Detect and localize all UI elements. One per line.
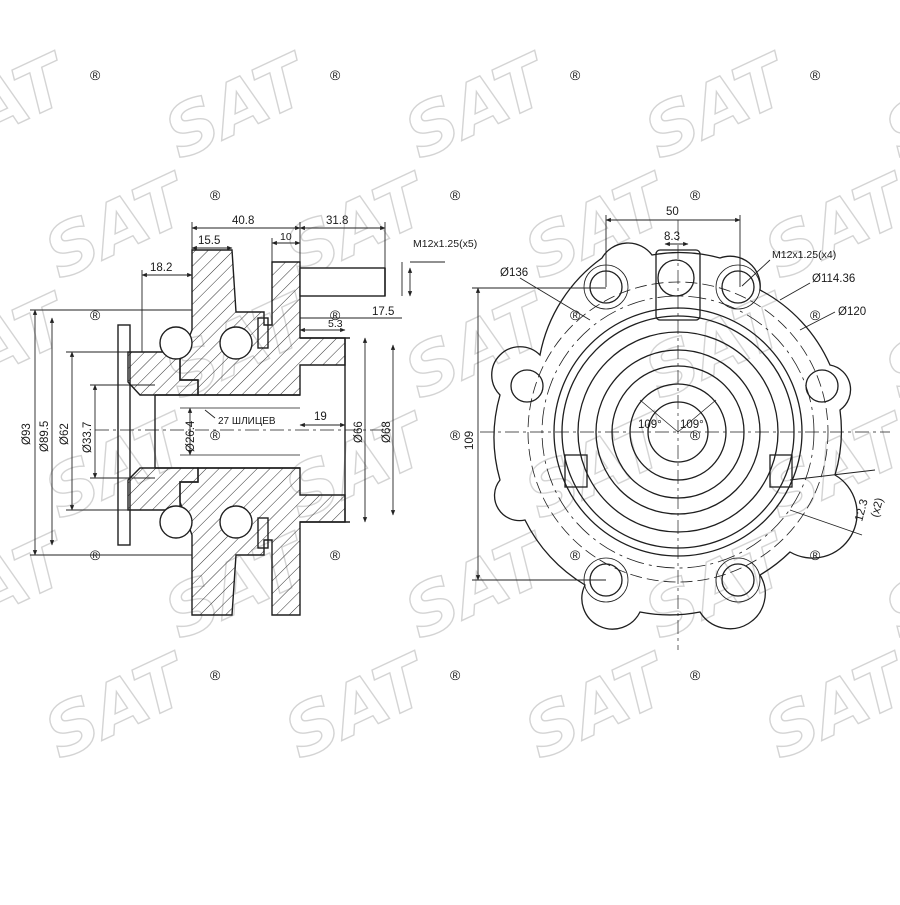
sat-watermark: SAT (0, 277, 84, 415)
bolt-holes (510, 259, 839, 603)
registered-mark: ® (330, 547, 341, 563)
registered-mark: ® (330, 67, 341, 83)
side-view-labels: 40.8 31.8 15.5 10 18.2 5.3 17.5 19 M12x1… (21, 215, 477, 453)
dim-dia-136: Ø136 (500, 267, 528, 279)
dim-109: 109 (464, 431, 476, 450)
registered-mark: ® (690, 187, 701, 203)
registered-mark: ® (450, 667, 461, 683)
registered-mark: ® (210, 187, 221, 203)
dim-5-3: 5.3 (328, 318, 343, 330)
sat-watermark: SAT (873, 277, 900, 415)
dim-dia-33-7: Ø33.7 (82, 422, 94, 453)
sat-watermark: SAT (273, 637, 444, 775)
registered-mark: ® (210, 427, 221, 443)
dim-dia-68: Ø68 (381, 421, 393, 443)
watermark-layer: SAT ® SAT ® SAT ® SAT ® SAT ® SAT ® SAT ® SAT ® SAT ® SAT ®… (0, 37, 900, 776)
registered-mark: ® (810, 307, 821, 323)
dim-12-3: 12.3 (853, 498, 870, 523)
ball-bottom-left (159, 505, 193, 539)
thread-hole (805, 369, 839, 403)
sat-watermark: SAT (33, 637, 204, 775)
registered-mark: ® (810, 67, 821, 83)
sat-watermark: SAT (753, 637, 900, 775)
sat-watermark: SAT (393, 37, 564, 175)
side-view (95, 249, 395, 616)
dim-dia-120: Ø120 (838, 306, 866, 318)
dim-dia-62: Ø62 (59, 423, 71, 445)
dim-10: 10 (280, 231, 292, 243)
dim-8-3: 8.3 (664, 231, 680, 243)
sat-watermark: SAT (153, 37, 324, 175)
spline-count: 27 ШЛИЦЕВ (218, 416, 276, 427)
registered-mark: ® (570, 67, 581, 83)
ball-top-left (159, 326, 193, 360)
dim-15-5: 15.5 (198, 235, 220, 247)
dim-x2: (x2) (869, 496, 886, 518)
registered-mark: ® (450, 427, 461, 443)
sat-watermark: SAT (633, 517, 804, 655)
thread-spec-side: M12x1.25(x5) (413, 238, 477, 250)
registered-mark: ® (810, 547, 821, 563)
dim-dia-114-36: Ø114.36 (812, 273, 855, 285)
dim-19: 19 (314, 411, 327, 423)
front-view (480, 220, 890, 650)
front-view-labels: 50 8.3 Ø136 M12x1.25(x4) Ø114.36 Ø120 10… (464, 206, 886, 523)
thread-hole (510, 369, 544, 403)
registered-mark: ® (210, 667, 221, 683)
angle-left: 109° (638, 419, 662, 431)
registered-mark: ® (450, 187, 461, 203)
seal-right-bottom (257, 517, 269, 549)
sat-watermark: SAT (0, 517, 84, 655)
dim-dia-93: Ø93 (21, 423, 33, 445)
bolt-hole (721, 270, 755, 304)
side-view-dimensions (30, 222, 445, 556)
bolt-hole (721, 563, 755, 597)
sat-watermark: SAT (513, 637, 684, 775)
seal-right (257, 317, 269, 349)
ball-top-right (219, 326, 253, 360)
dim-dia-66: Ø66 (353, 421, 365, 443)
registered-mark: ® (570, 547, 581, 563)
angle-right: 109° (680, 419, 704, 431)
registered-mark: ® (690, 667, 701, 683)
thread-hole (657, 259, 695, 297)
registered-mark: ® (690, 427, 701, 443)
thread-spec-front: M12x1.25(x4) (772, 249, 836, 261)
seal-left (117, 324, 131, 546)
dim-dia-26-4: Ø26.4 (185, 420, 197, 452)
sat-watermark: SAT (0, 37, 84, 175)
dim-50: 50 (666, 206, 679, 218)
sat-watermark: SAT (873, 37, 900, 175)
wheel-stud (299, 267, 386, 297)
sat-watermark: SAT (633, 37, 804, 175)
dim-17-5: 17.5 (372, 306, 394, 318)
registered-mark: ® (570, 307, 581, 323)
sat-watermark: SAT (873, 517, 900, 655)
dim-dia-89-5: Ø89.5 (39, 421, 51, 452)
front-view-dimensions (472, 215, 876, 581)
registered-mark: ® (90, 307, 101, 323)
registered-mark: ® (330, 307, 341, 323)
dim-18-2: 18.2 (150, 262, 172, 274)
ball-bottom-right (219, 505, 253, 539)
sat-watermark: SAT (633, 277, 804, 415)
dim-40-8: 40.8 (232, 215, 254, 227)
registered-mark: ® (90, 67, 101, 83)
dim-31-8: 31.8 (326, 215, 348, 227)
